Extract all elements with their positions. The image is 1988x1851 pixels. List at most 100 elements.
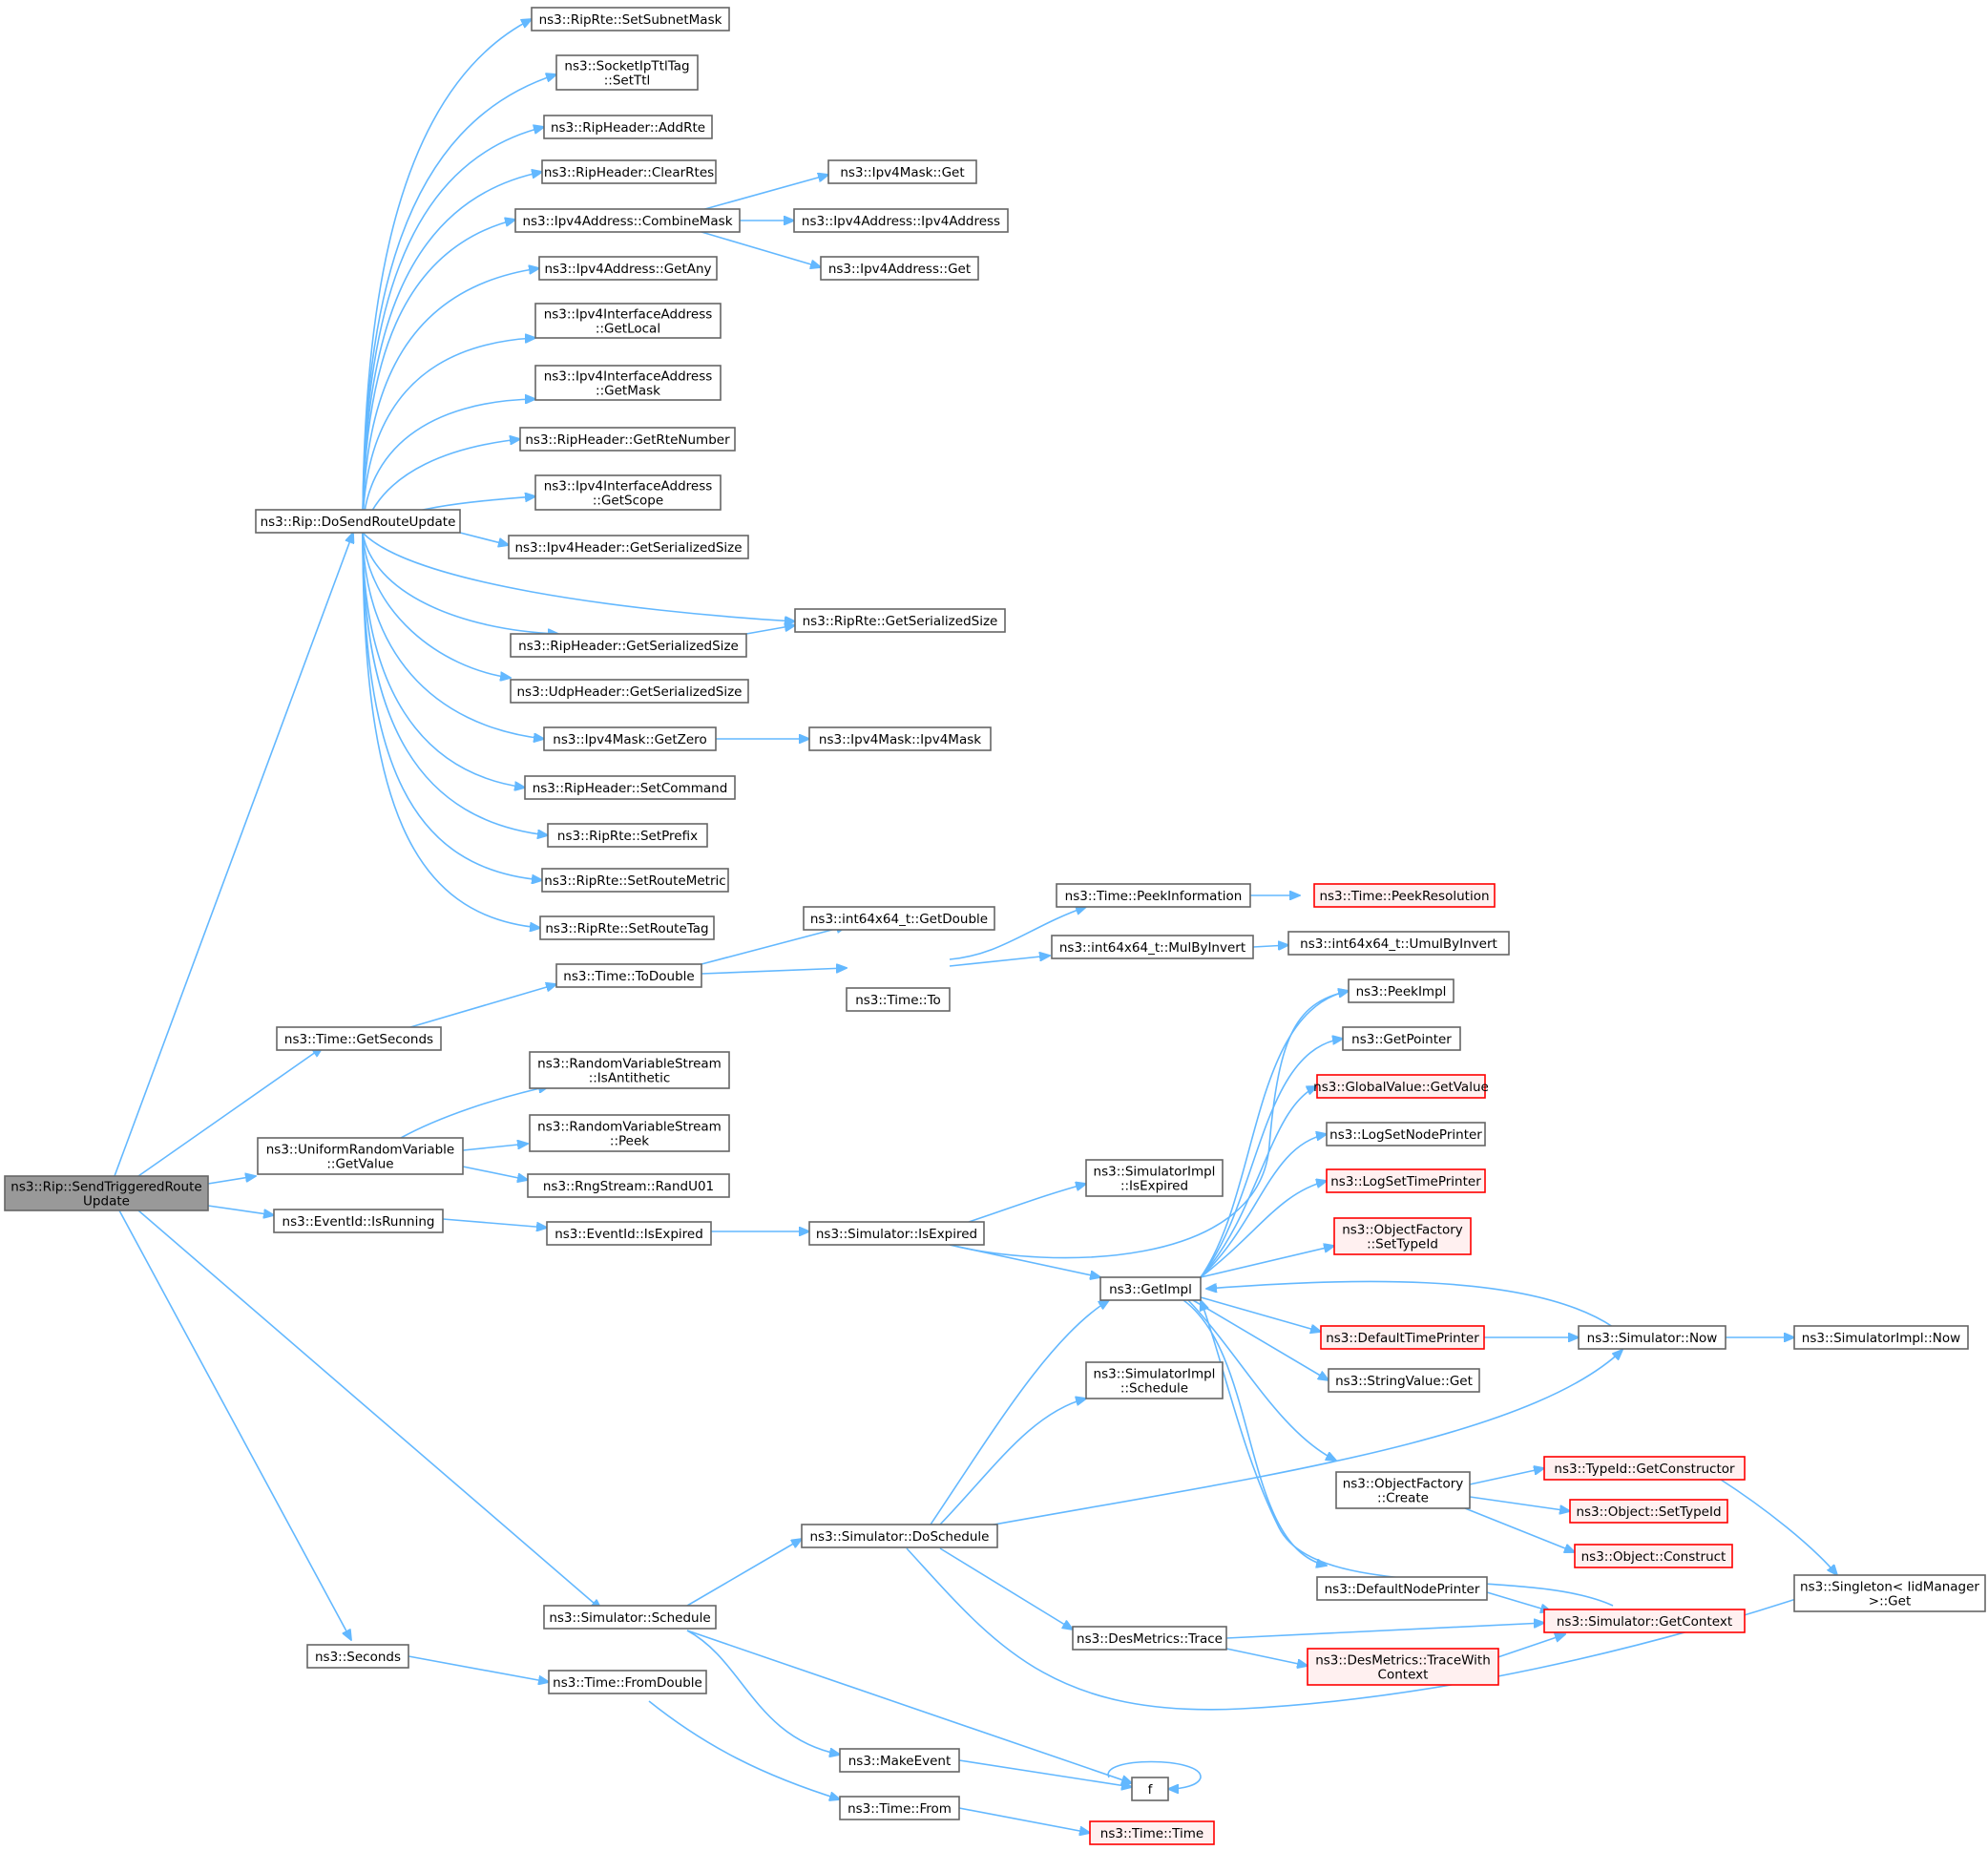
node-box[interactable]	[793, 208, 1009, 233]
node-getany[interactable]: ns3::Ipv4Address::GetAny	[538, 256, 718, 281]
node-box[interactable]	[524, 775, 736, 800]
node-box[interactable]	[543, 726, 717, 751]
node-box[interactable]	[839, 1748, 960, 1773]
node-simimplisexpired[interactable]: ns3::SimulatorImpl::IsExpired	[1085, 1159, 1224, 1197]
node-todouble[interactable]: ns3::Time::ToDouble	[555, 963, 702, 988]
node-box[interactable]	[1574, 1544, 1733, 1568]
node-box[interactable]	[529, 1114, 730, 1152]
node-construct[interactable]: ns3::Object::Construct	[1574, 1544, 1733, 1568]
node-box[interactable]	[255, 509, 461, 534]
node-box[interactable]	[519, 427, 736, 452]
node-box[interactable]	[514, 208, 741, 233]
node-getcontext[interactable]: ns3::Simulator::GetContext	[1543, 1609, 1746, 1633]
node-ipv4addrctor[interactable]: ns3::Ipv4Address::Ipv4Address	[793, 208, 1009, 233]
node-box[interactable]	[534, 303, 722, 339]
node-box[interactable]	[1328, 1368, 1480, 1393]
node-box[interactable]	[548, 1670, 707, 1694]
node-box[interactable]	[1287, 931, 1510, 956]
node-box[interactable]	[1316, 1074, 1486, 1099]
node-combinemask[interactable]: ns3::Ipv4Address::CombineMask	[514, 208, 741, 233]
node-box[interactable]	[827, 159, 977, 184]
node-box[interactable]	[1316, 1576, 1488, 1601]
node-box[interactable]	[808, 1221, 985, 1246]
node-box[interactable]	[257, 1137, 464, 1175]
node-box[interactable]	[1099, 1276, 1202, 1301]
node-box[interactable]	[1072, 1626, 1227, 1651]
node-box[interactable]	[510, 679, 749, 704]
node-box[interactable]	[1307, 1648, 1499, 1686]
node-riprtesize[interactable]: ns3::RipRte::GetSerializedSize	[794, 608, 1006, 633]
node-peek[interactable]: ns3::RandomVariableStream::Peek	[529, 1114, 730, 1152]
node-udphdrsize[interactable]: ns3::UdpHeader::GetSerializedSize	[510, 679, 749, 704]
node-box[interactable]	[1793, 1325, 1969, 1350]
node-getconstructor[interactable]: ns3::TypeId::GetConstructor	[1543, 1456, 1746, 1481]
node-box[interactable]	[1051, 935, 1254, 959]
node-ofcreate[interactable]: ns3::ObjectFactory::Create	[1335, 1471, 1471, 1509]
node-simnow[interactable]: ns3::Simulator::Now	[1578, 1325, 1726, 1350]
node-ofsettypeid[interactable]: ns3::ObjectFactory::SetTypeId	[1333, 1217, 1472, 1255]
node-box[interactable]	[527, 1173, 730, 1198]
node-ipv4maskget[interactable]: ns3::Ipv4Mask::Get	[827, 159, 977, 184]
node-getzero[interactable]: ns3::Ipv4Mask::GetZero	[543, 726, 717, 751]
node-singletonget[interactable]: ns3::Singleton< IidManager >::Get	[1793, 1574, 1986, 1612]
node-makeevent[interactable]: ns3::MakeEvent	[839, 1748, 960, 1773]
node-gvgetvalue[interactable]: ns3::GlobalValue::GetValue	[1313, 1074, 1489, 1099]
node-box[interactable]	[538, 256, 718, 281]
node-box[interactable]	[1543, 1456, 1746, 1481]
node-box[interactable]	[276, 1026, 442, 1051]
node-stringget[interactable]: ns3::StringValue::Get	[1328, 1368, 1480, 1393]
node-box[interactable]	[4, 1175, 209, 1211]
node-box[interactable]	[1333, 1217, 1472, 1255]
node-timefrom[interactable]: ns3::Time::From	[839, 1796, 960, 1820]
node-box[interactable]	[1131, 1777, 1169, 1801]
node-simimplnow[interactable]: ns3::SimulatorImpl::Now	[1793, 1325, 1969, 1350]
node-getrtenumber[interactable]: ns3::RipHeader::GetRteNumber	[519, 427, 736, 452]
node-box[interactable]	[541, 868, 729, 893]
node-getimpl[interactable]: ns3::GetImpl	[1099, 1276, 1202, 1301]
node-timeto[interactable]: ns3::Time::To	[846, 987, 951, 1012]
node-simschedule[interactable]: ns3::Simulator::Schedule	[543, 1605, 717, 1630]
node-box[interactable]	[539, 915, 715, 940]
node-simimplschedule[interactable]: ns3::SimulatorImpl::Schedule	[1085, 1361, 1224, 1399]
node-box[interactable]	[801, 1524, 998, 1548]
node-mulbyinvert[interactable]: ns3::int64x64_t::MulByInvert	[1051, 935, 1254, 959]
node-dosend[interactable]: ns3::Rip::DoSendRouteUpdate	[255, 509, 461, 534]
node-setcommand[interactable]: ns3::RipHeader::SetCommand	[524, 775, 736, 800]
node-setsubnetmask[interactable]: ns3::RipRte::SetSubnetMask	[531, 7, 730, 32]
node-riphdrsize[interactable]: ns3::RipHeader::GetSerializedSize	[510, 633, 747, 658]
node-box[interactable]	[1569, 1499, 1728, 1524]
node-setprefix[interactable]: ns3::RipRte::SetPrefix	[547, 823, 708, 848]
node-setroutemetric[interactable]: ns3::RipRte::SetRouteMetric	[541, 868, 729, 893]
node-box[interactable]	[1335, 1471, 1471, 1509]
node-logsetnode[interactable]: ns3::LogSetNodePrinter	[1326, 1122, 1486, 1146]
node-getmask[interactable]: ns3::Ipv4InterfaceAddress::GetMask	[534, 365, 722, 401]
node-box[interactable]	[555, 54, 699, 91]
node-box[interactable]	[541, 159, 717, 184]
node-box[interactable]	[546, 1221, 712, 1246]
node-ipv4addrget[interactable]: ns3::Ipv4Address::Get	[820, 256, 979, 281]
node-setttl[interactable]: ns3::SocketIpTtlTag::SetTtl	[555, 54, 699, 91]
node-box[interactable]	[543, 115, 713, 139]
node-deftimeprinter[interactable]: ns3::DefaultTimePrinter	[1320, 1325, 1485, 1350]
node-eventisexpired[interactable]: ns3::EventId::IsExpired	[546, 1221, 712, 1246]
node-getpointer[interactable]: ns3::GetPointer	[1342, 1026, 1461, 1051]
node-getlocal[interactable]: ns3::Ipv4InterfaceAddress::GetLocal	[534, 303, 722, 339]
node-randu01[interactable]: ns3::RngStream::RandU01	[527, 1173, 730, 1198]
node-isantithetic[interactable]: ns3::RandomVariableStream::IsAntithetic	[529, 1051, 730, 1089]
node-logsettime[interactable]: ns3::LogSetTimePrinter	[1326, 1168, 1486, 1193]
node-urvgetvalue[interactable]: ns3::UniformRandomVariable::GetValue	[257, 1137, 464, 1175]
node-box[interactable]	[534, 474, 722, 511]
node-box[interactable]	[820, 256, 979, 281]
node-getscope[interactable]: ns3::Ipv4InterfaceAddress::GetScope	[534, 474, 722, 511]
node-simisexpired[interactable]: ns3::Simulator::IsExpired	[808, 1221, 985, 1246]
node-box[interactable]	[803, 906, 995, 931]
node-addrte[interactable]: ns3::RipHeader::AddRte	[543, 115, 713, 139]
node-getdouble[interactable]: ns3::int64x64_t::GetDouble	[803, 906, 995, 931]
node-box[interactable]	[846, 987, 951, 1012]
node-box[interactable]	[1085, 1159, 1224, 1197]
node-peekimpl[interactable]: ns3::PeekImpl	[1348, 978, 1454, 1003]
node-box[interactable]	[273, 1209, 444, 1233]
node-doschedule[interactable]: ns3::Simulator::DoSchedule	[801, 1524, 998, 1548]
node-setroutetag[interactable]: ns3::RipRte::SetRouteTag	[539, 915, 715, 940]
